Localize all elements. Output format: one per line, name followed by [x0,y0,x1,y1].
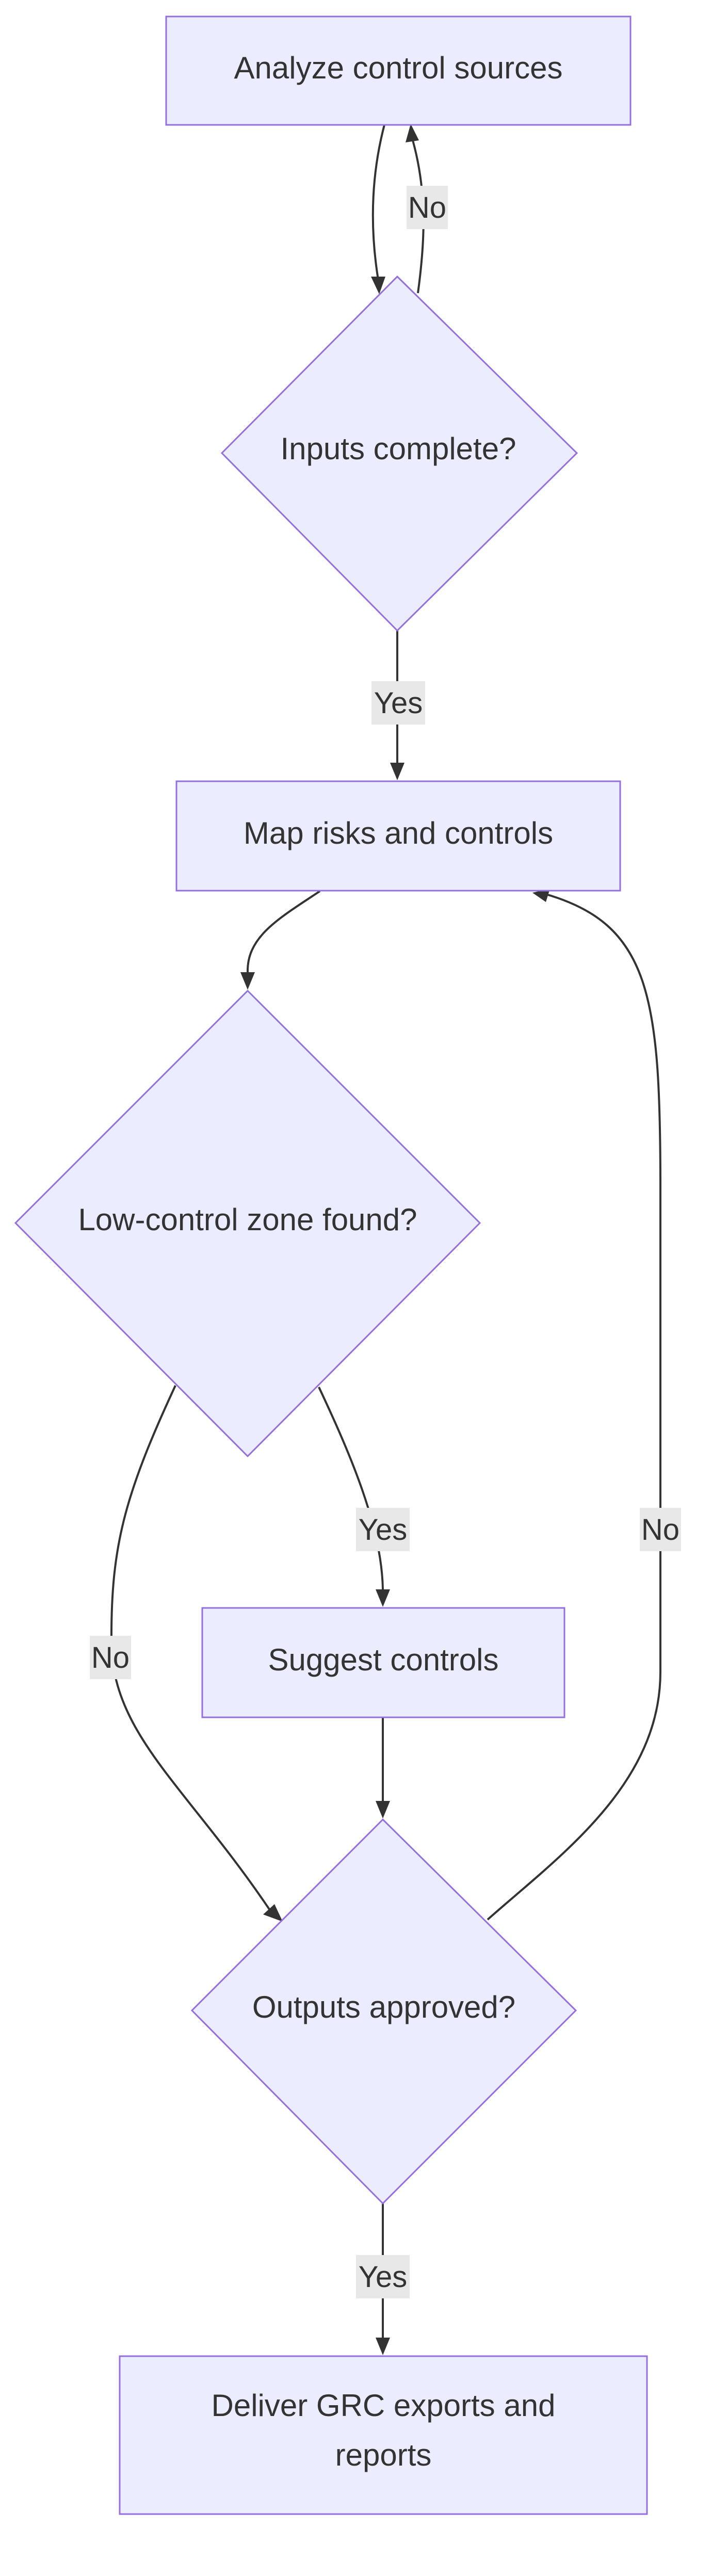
svg-text:No: No [641,1513,679,1547]
edge-label-lowcontrol-yes: Yes [356,1508,410,1551]
node-map-risks-and-controls: Map risks and controls [175,780,621,892]
nodes: Analyze control sources Inputs complete?… [14,15,648,2515]
svg-text:No: No [91,1641,130,1675]
node-inputs-complete: Inputs complete? [220,275,578,632]
node-analyze-control-sources: Analyze control sources [165,15,632,126]
edge-labels: No Yes Yes No No Yes [90,186,681,2298]
edge-label-lowcontrol-no: No [90,1636,131,1679]
edge-outputs-no-to-map [487,893,661,1921]
arrowhead-outputs-no [532,889,550,902]
edge-label-inputs-no: No [407,186,448,229]
svg-text:Yes: Yes [374,686,423,720]
node-deliver-grc-exports-and-reports: Deliver GRC exports and reports [119,2355,648,2515]
svg-text:No: No [408,191,446,224]
arrowhead-inputs-yes [390,763,404,780]
node-outputs-approved: Outputs approved? [190,1818,577,2205]
svg-text:Yes: Yes [359,1513,408,1547]
arrowhead-analyze-to-inputs [371,277,385,294]
edge-lowcontrol-yes-to-suggest [318,1387,384,1590]
edge-label-inputs-yes: Yes [371,681,425,725]
arrowhead-map-to-lowcontrol [240,972,255,990]
arrowhead-suggest-to-outputs [376,1801,390,1818]
svg-text:reports: reports [335,2438,432,2472]
svg-text:Yes: Yes [359,2260,408,2294]
edge-label-outputs-yes: Yes [356,2255,410,2298]
arrowhead-lowcontrol-no [263,1904,283,1922]
edge-map-to-lowcontrol [246,890,321,973]
edge-label-outputs-no: No [640,1508,681,1551]
svg-text:Outputs approved?: Outputs approved? [252,1990,515,2024]
edge-analyze-to-inputs [371,124,385,280]
svg-text:Map risks and controls: Map risks and controls [244,816,553,850]
svg-text:Low-control zone found?: Low-control zone found? [78,1202,417,1237]
arrowhead-inputs-no [406,124,419,142]
svg-text:Analyze control sources: Analyze control sources [234,51,563,85]
svg-text:Suggest controls: Suggest controls [268,1643,499,1677]
svg-text:Inputs complete?: Inputs complete? [281,431,516,466]
arrowhead-outputs-yes [376,2338,390,2355]
node-low-control-zone-found: Low-control zone found? [14,989,481,1458]
node-suggest-controls: Suggest controls [201,1607,565,1718]
arrowhead-lowcontrol-yes [376,1589,390,1607]
svg-text:Deliver GRC exports and: Deliver GRC exports and [212,2388,556,2423]
